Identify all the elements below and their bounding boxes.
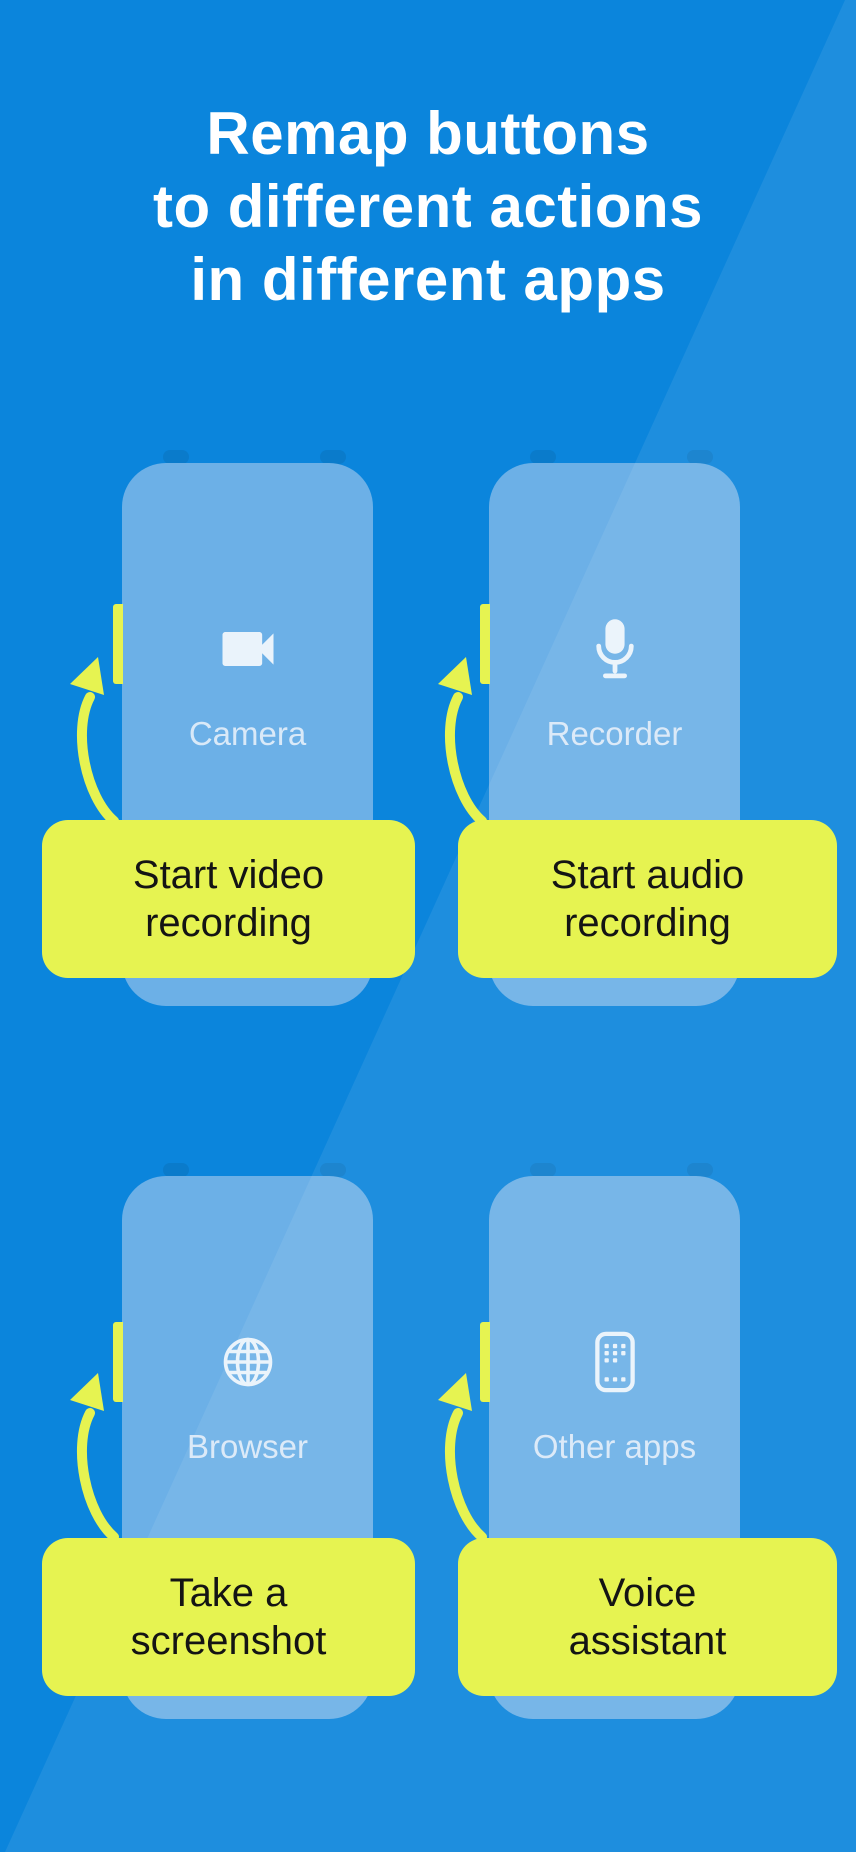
action-label-start-video: Start video recording xyxy=(42,820,415,978)
action-line: Start audio xyxy=(550,853,745,897)
card-label: Other apps xyxy=(532,1428,697,1465)
card-label: Browser xyxy=(186,1428,309,1465)
action-line: recording xyxy=(145,901,312,945)
curved-arrow xyxy=(438,657,487,826)
phone-top-bump xyxy=(687,1163,713,1177)
phone-apps-icon xyxy=(489,1318,740,1406)
globe-icon xyxy=(122,1318,373,1406)
curved-arrow xyxy=(70,1373,119,1542)
title-line-3: in different apps xyxy=(190,246,666,313)
phone-top-bump xyxy=(530,1163,556,1177)
phone-top-bump xyxy=(320,1163,346,1177)
title-line-2: to different actions xyxy=(152,173,704,240)
videocam-icon xyxy=(122,605,373,693)
side-button-highlight xyxy=(113,1322,123,1402)
phone-top-bump xyxy=(530,450,556,464)
page-title: Remap buttons to different actions in di… xyxy=(0,97,856,316)
curved-arrow xyxy=(438,1373,487,1542)
phone-top-bump xyxy=(163,450,189,464)
action-label-screenshot: Take a screenshot xyxy=(42,1538,415,1696)
side-button-highlight xyxy=(480,1322,490,1402)
microphone-icon xyxy=(489,605,740,693)
card-label: Camera xyxy=(188,715,307,752)
phone-top-bump xyxy=(163,1163,189,1177)
action-label-start-audio: Start audio recording xyxy=(458,820,837,978)
side-button-highlight xyxy=(113,604,123,684)
action-line: assistant xyxy=(568,1619,727,1663)
side-button-highlight xyxy=(480,604,490,684)
action-line: Start video xyxy=(132,853,325,897)
card-label: Recorder xyxy=(546,715,683,752)
action-line: recording xyxy=(564,901,731,945)
action-line: Take a xyxy=(169,1571,288,1615)
phone-top-bump xyxy=(687,450,713,464)
action-line: Voice xyxy=(598,1571,697,1615)
phone-top-bump xyxy=(320,450,346,464)
action-label-voice-assistant: Voice assistant xyxy=(458,1538,837,1696)
curved-arrow xyxy=(70,657,119,826)
action-line: screenshot xyxy=(130,1619,327,1663)
title-line-1: Remap buttons xyxy=(206,100,650,167)
